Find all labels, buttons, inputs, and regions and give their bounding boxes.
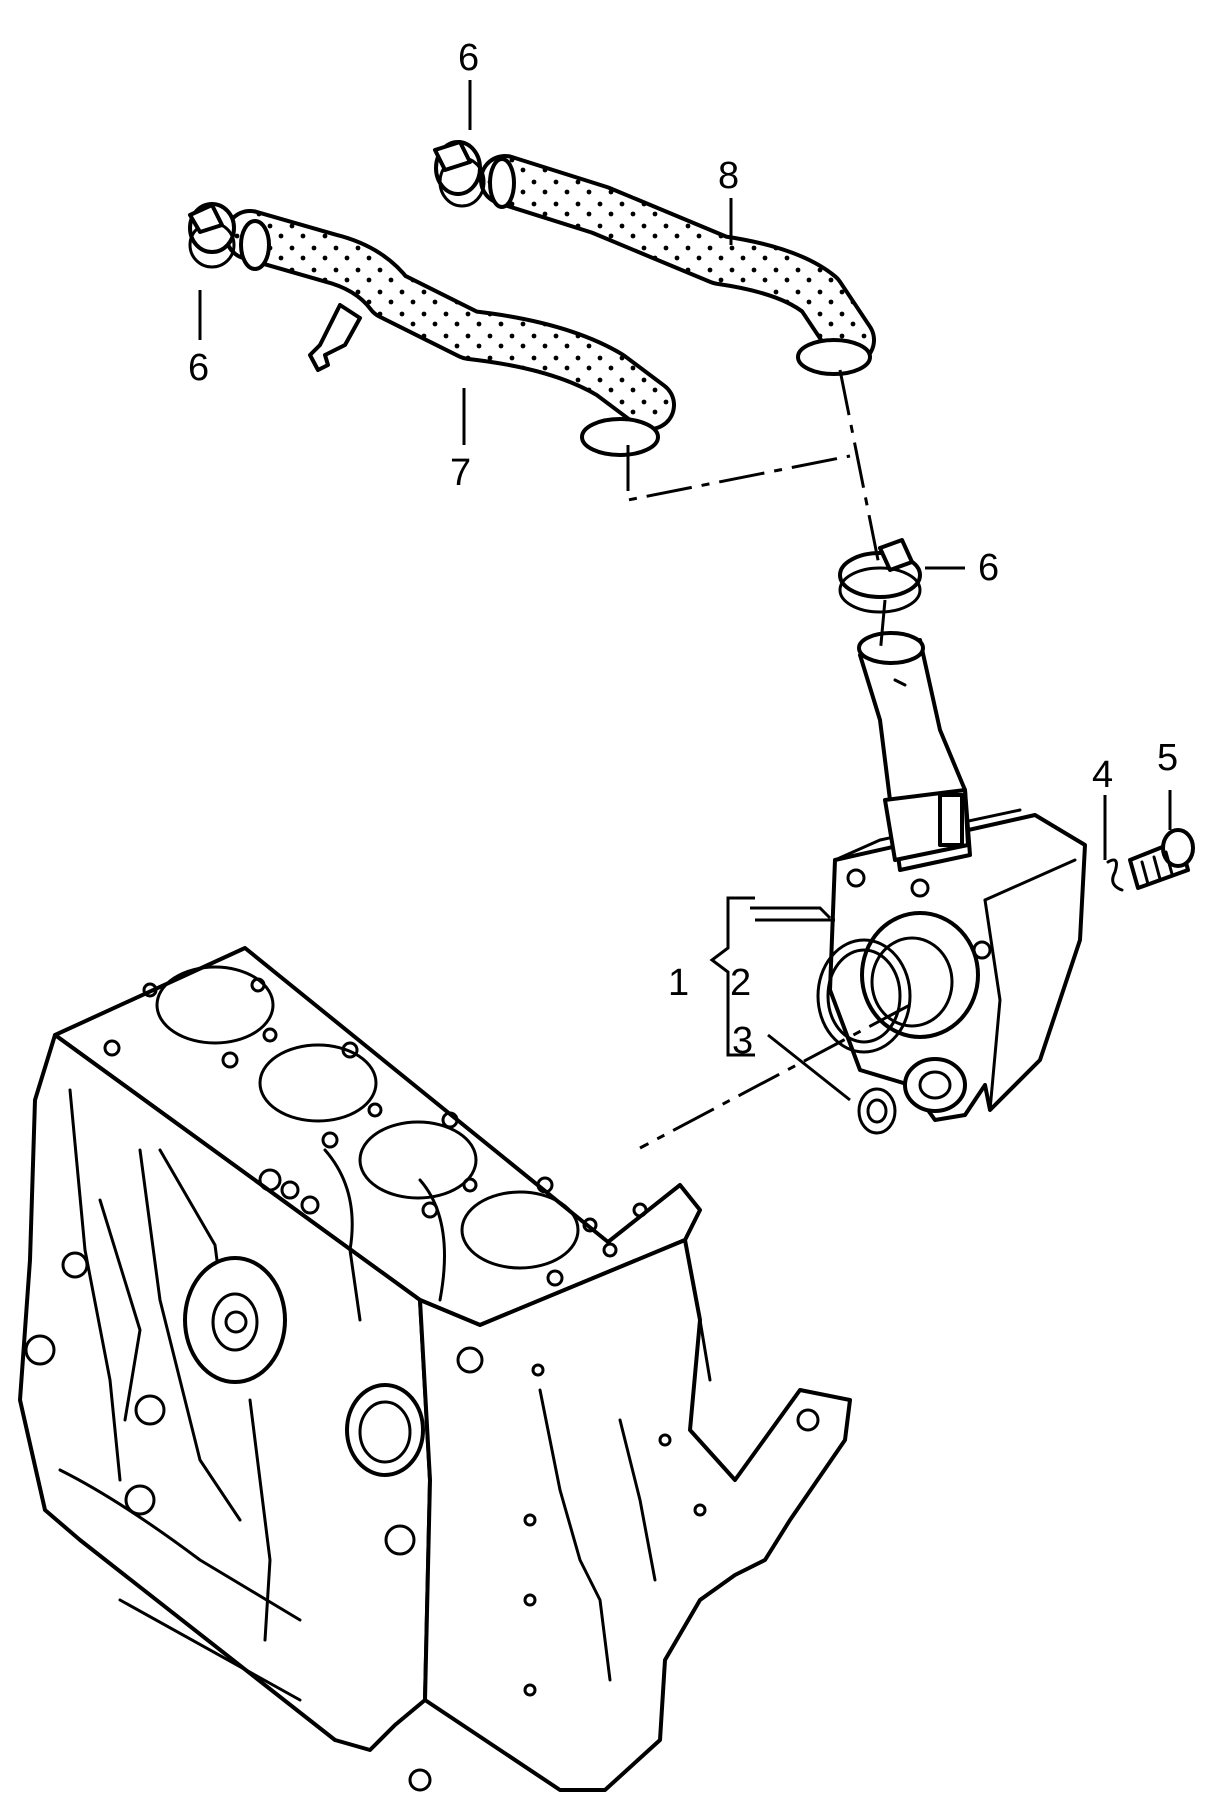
hose-clamp-6-upper-left bbox=[188, 202, 236, 269]
o-ring-2 bbox=[816, 938, 912, 1054]
washer-4 bbox=[1106, 858, 1124, 892]
callout-5: 5 bbox=[1157, 737, 1178, 779]
connection-line bbox=[626, 445, 851, 502]
bolt-5 bbox=[1128, 828, 1195, 890]
coolant-hose-8 bbox=[479, 154, 876, 376]
callout-6-top: 6 bbox=[458, 37, 479, 79]
callout-3: 3 bbox=[732, 1020, 753, 1062]
connection-line bbox=[878, 599, 887, 656]
crankshaft-seal bbox=[183, 1256, 287, 1384]
connection-line bbox=[639, 1003, 911, 1150]
connection-line bbox=[838, 369, 882, 571]
hose-clamp-6-lower bbox=[838, 538, 922, 614]
cylinder-bore bbox=[460, 1190, 580, 1270]
cylinder-bore bbox=[358, 1120, 478, 1200]
callout-1: 1 bbox=[668, 962, 689, 1004]
callout-7: 7 bbox=[450, 452, 471, 494]
callout-2: 2 bbox=[730, 962, 751, 1004]
callout-6-left: 6 bbox=[188, 347, 209, 389]
coolant-flange-housing bbox=[816, 631, 1087, 1135]
engine-block bbox=[18, 946, 852, 1792]
callouts: 6 6 6 7 8 1 2 3 4 5 bbox=[188, 37, 1178, 1062]
leader-lines bbox=[198, 80, 1172, 1102]
callout-8: 8 bbox=[718, 155, 739, 197]
gasket-3 bbox=[857, 1087, 897, 1135]
cylinder-bore bbox=[258, 1043, 378, 1123]
hose-clamp-6-upper-right bbox=[433, 140, 486, 208]
callout-6-right: 6 bbox=[978, 547, 999, 589]
cylinder-bore bbox=[155, 965, 275, 1045]
coolant-hose-7 bbox=[224, 209, 676, 457]
callout-4: 4 bbox=[1092, 754, 1113, 796]
